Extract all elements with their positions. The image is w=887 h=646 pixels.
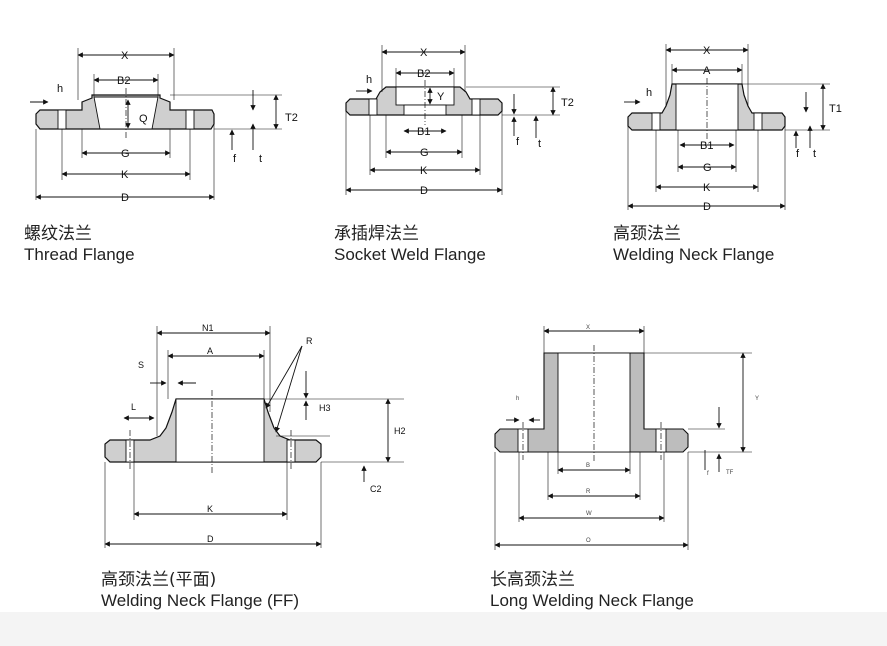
socket-dim-label: T2 <box>561 97 574 109</box>
ff-dim-label: H3 <box>319 403 331 413</box>
long-welding-neck-caption-zh: 长高颈法兰 <box>490 570 575 590</box>
wn-dim-label: K <box>703 182 711 194</box>
socket-dim-label: B1 <box>417 126 430 138</box>
welding-neck-ff-bolt-hole-right <box>286 439 296 463</box>
welding-neck-ff-caption: 高颈法兰(平面) Welding Neck Flange (FF) <box>101 570 300 610</box>
ff-dim-label: N1 <box>202 323 214 333</box>
socket-dim-label: K <box>420 165 428 177</box>
welding-neck-flange-drawing: X A h T1 B1 f t G K D <box>624 44 842 213</box>
thread-dim-label: T2 <box>285 112 298 124</box>
ff-dim-label: L <box>131 402 136 412</box>
welding-neck-bolt-hole-right <box>753 112 763 131</box>
wn-dim-label: X <box>703 45 711 57</box>
socket-weld-bolt-hole-left <box>368 98 378 116</box>
bottom-background-band <box>0 612 887 646</box>
thread-dim-label: f <box>233 153 237 165</box>
socket-dim-label: h <box>366 74 372 86</box>
wn-dim-label: T1 <box>829 103 842 115</box>
welding-neck-flange-caption: 高颈法兰 Welding Neck Flange <box>613 224 775 264</box>
ff-dim-label: K <box>207 504 213 514</box>
lwn-dim-label: TF <box>726 470 734 476</box>
long-welding-neck-caption: 长高颈法兰 Long Welding Neck Flange <box>490 570 694 610</box>
socket-dim-label: f <box>516 136 520 148</box>
socket-weld-flange-caption-zh: 承插焊法兰 <box>334 224 419 244</box>
lwn-dim-label: B <box>586 463 590 469</box>
wn-dim-label: D <box>703 201 711 213</box>
thread-flange-bolt-hole-left <box>57 109 67 130</box>
socket-dim-label: Y <box>437 91 445 103</box>
thread-dim-label: Q <box>139 113 148 125</box>
socket-dim-label: t <box>538 138 541 150</box>
ff-dim-label: R <box>306 336 313 346</box>
thread-dim-label: h <box>57 83 63 95</box>
thread-flange-caption: 螺纹法兰 Thread Flange <box>24 224 135 264</box>
thread-dim-label: t <box>259 153 262 165</box>
lwn-dim-label: Y <box>755 396 759 402</box>
socket-dim-label: B2 <box>417 68 430 80</box>
wn-dim-label: G <box>703 162 712 174</box>
thread-dim-label: X <box>121 50 129 62</box>
thread-flange-bolt-hole-right <box>185 109 195 130</box>
welding-neck-ff-caption-en: Welding Neck Flange (FF) <box>101 590 300 610</box>
ff-dim-label: H2 <box>394 426 406 436</box>
wn-dim-label: t <box>813 148 816 160</box>
socket-weld-flange-drawing: X B2 h Y T2 B1 f t G K D <box>345 45 574 197</box>
thread-flange-drawing: X B2 h Q T2 f t G K D <box>30 48 298 204</box>
long-welding-neck-drawing: X Y h f TF B R W O <box>494 325 759 550</box>
ff-dim-label: D <box>207 534 214 544</box>
wn-dim-label: h <box>646 87 652 99</box>
welding-neck-ff-bore <box>175 398 265 463</box>
socket-dim-label: X <box>420 47 428 59</box>
socket-dim-label: D <box>420 185 428 197</box>
lwn-dim-label: W <box>586 511 592 517</box>
ff-dim-label: S <box>138 360 144 370</box>
socket-weld-flange-caption: 承插焊法兰 Socket Weld Flange <box>334 224 486 264</box>
thread-dim-label: D <box>121 192 129 204</box>
ff-dim-label: C2 <box>370 484 382 494</box>
welding-neck-flange-caption-zh: 高颈法兰 <box>613 224 681 244</box>
wn-dim-label: B1 <box>700 140 713 152</box>
socket-weld-bolt-hole-right <box>471 98 481 116</box>
lwn-dim-label: f <box>707 471 709 477</box>
thread-dim-label: G <box>121 148 130 160</box>
welding-neck-ff-caption-zh: 高颈法兰(平面) <box>101 570 217 590</box>
thread-dim-label: K <box>121 169 129 181</box>
welding-neck-ff-drawing: N1 R A S H3 L H2 C2 K D <box>104 323 406 548</box>
thread-flange-caption-zh: 螺纹法兰 <box>24 224 92 244</box>
socket-weld-flange-caption-en: Socket Weld Flange <box>334 244 486 264</box>
lwn-dim-label: h <box>516 396 519 402</box>
lwn-dim-label: R <box>586 489 591 495</box>
wn-dim-label: f <box>796 148 800 160</box>
welding-neck-ff-bolt-hole-left <box>125 439 135 463</box>
thread-flange-caption-en: Thread Flange <box>24 244 135 264</box>
lwn-dim-label: X <box>586 325 590 331</box>
long-welding-neck-caption-en: Long Welding Neck Flange <box>490 590 694 610</box>
welding-neck-flange-caption-en: Welding Neck Flange <box>613 244 775 264</box>
wn-dim-label: A <box>703 65 711 77</box>
ff-dim-label: A <box>207 346 213 356</box>
socket-dim-label: G <box>420 147 429 159</box>
lwn-dim-label: O <box>586 538 591 544</box>
thread-dim-label: B2 <box>117 75 130 87</box>
welding-neck-bolt-hole-left <box>651 112 661 131</box>
